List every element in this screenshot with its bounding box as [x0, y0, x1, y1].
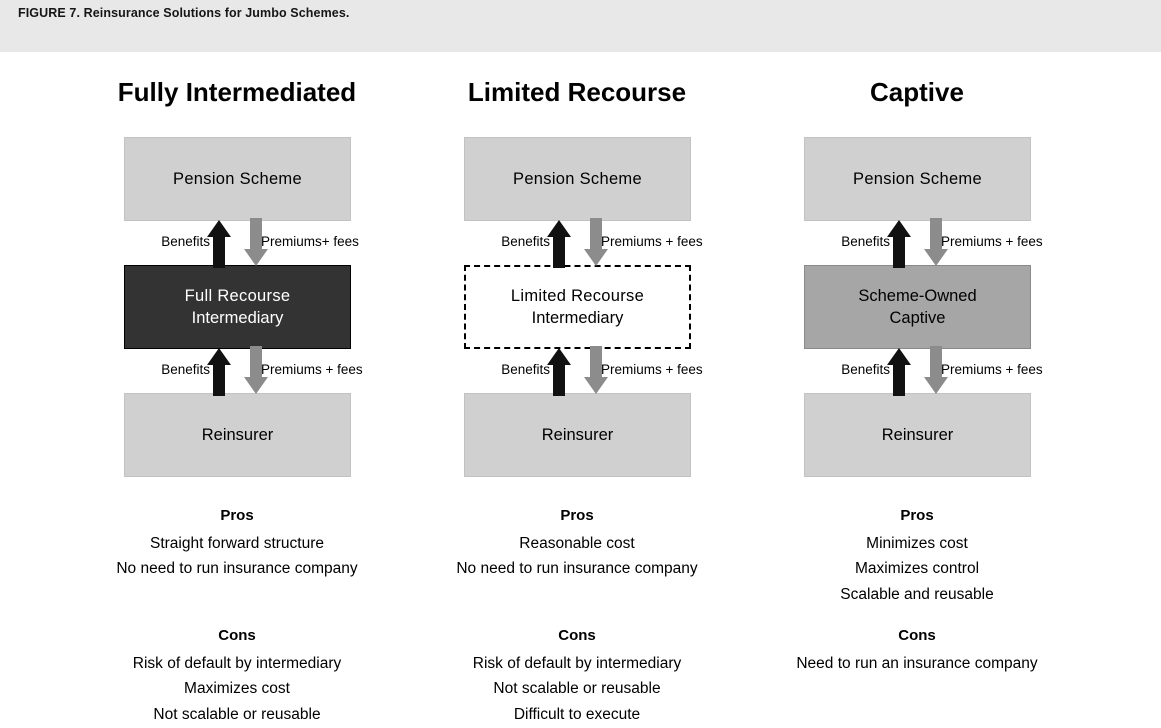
arrow-down-icon [923, 218, 949, 268]
node-reinsurer: Reinsurer [464, 393, 691, 477]
cons-block: Cons Need to run an insurance company [747, 627, 1087, 676]
node-label-line1: Full Recourse [184, 286, 291, 305]
cons-heading: Cons [898, 627, 936, 644]
arrow-up-icon [546, 218, 572, 268]
node-label: Scheme-Owned Captive [858, 285, 976, 330]
flow-label-premiums: Premiums + fees [941, 234, 1043, 249]
flow-row-lower: Benefits Premiums + fees [124, 346, 363, 396]
node-label-line2: Captive [889, 309, 946, 327]
column-fully-intermediated: Fully Intermediated Pension Scheme Benef… [67, 52, 407, 728]
flow-label-benefits: Benefits [501, 234, 550, 249]
node-captive: Scheme-Owned Captive [804, 265, 1031, 349]
flow-label-benefits: Benefits [841, 234, 890, 249]
arrow-up-icon [206, 218, 232, 268]
diagram-limited-recourse: Pension Scheme Benefits Premiums + fees … [464, 137, 703, 477]
arrow-down-icon [583, 218, 609, 268]
node-pension-scheme: Pension Scheme [124, 137, 351, 221]
node-label: Reinsurer [881, 425, 954, 444]
flow-label-premiums: Premiums + fees [601, 362, 703, 377]
node-label: Reinsurer [541, 425, 614, 444]
pros-heading: Pros [220, 507, 254, 524]
node-label-line2: Intermediary [531, 309, 624, 327]
figure-caption: FIGURE 7. Reinsurance Solutions for Jumb… [18, 6, 350, 20]
arrow-down-icon [923, 346, 949, 396]
cons-heading: Cons [558, 627, 596, 644]
pros-item: Reasonable cost [519, 535, 635, 552]
flow-label-premiums: Premiums + fees [601, 234, 703, 249]
node-pension-scheme: Pension Scheme [464, 137, 691, 221]
cons-item: Risk of default by intermediary [132, 655, 342, 672]
diagram-captive: Pension Scheme Benefits Premiums + fees … [804, 137, 1043, 477]
pros-item: No need to run insurance company [116, 560, 358, 578]
arrow-down-icon [243, 346, 269, 396]
flow-row-upper: Benefits Premiums + fees [804, 218, 1043, 268]
flow-row-upper: Benefits Premiums + fees [464, 218, 703, 268]
cons-item: Not scalable or reusable [153, 705, 321, 723]
cons-item: Risk of default by intermediary [472, 655, 682, 672]
node-label: Pension Scheme [173, 169, 302, 188]
diagram-fully-intermediated: Pension Scheme Benefits Premiums+ fees F… [124, 137, 363, 477]
flow-label-benefits: Benefits [161, 362, 210, 377]
pros-item: Straight forward structure [149, 535, 324, 552]
pros-item: Maximizes control [854, 560, 980, 578]
flow-label-premiums: Premiums + fees [261, 362, 363, 377]
node-reinsurer: Reinsurer [124, 393, 351, 477]
flow-label-benefits: Benefits [161, 234, 210, 249]
pros-heading: Pros [900, 507, 934, 524]
arrow-down-icon [243, 218, 269, 268]
arrow-down-icon [583, 346, 609, 396]
node-intermediary: Limited Recourse Intermediary [464, 265, 691, 349]
pros-item: Scalable and reusable [840, 585, 994, 603]
pros-item: Minimizes cost [866, 535, 968, 552]
cons-item: Not scalable or reusable [493, 680, 661, 698]
column-limited-recourse: Limited Recourse Pension Scheme Benefits… [407, 52, 747, 728]
flow-label-benefits: Benefits [501, 362, 550, 377]
cons-item: Need to run an insurance company [796, 655, 1038, 672]
column-captive: Captive Pension Scheme Benefits Premiums… [747, 52, 1087, 728]
flow-row-lower: Benefits Premiums + fees [464, 346, 703, 396]
node-label: Pension Scheme [853, 169, 982, 188]
node-intermediary: Full Recourse Intermediary [124, 265, 351, 349]
node-reinsurer: Reinsurer [804, 393, 1031, 477]
cons-item: Maximizes cost [184, 680, 290, 698]
cons-heading: Cons [218, 627, 256, 644]
column-title: Fully Intermediated [117, 77, 357, 107]
pros-heading: Pros [560, 507, 594, 524]
node-pension-scheme: Pension Scheme [804, 137, 1031, 221]
pros-item: No need to run insurance company [456, 560, 698, 578]
pros-block: Pros Straight forward structure No need … [67, 507, 407, 582]
pros-block: Pros Reasonable cost No need to run insu… [407, 507, 747, 582]
node-label-line1: Scheme-Owned [858, 286, 977, 305]
node-label-line2: Intermediary [191, 309, 284, 327]
arrow-up-icon [886, 218, 912, 268]
node-label: Pension Scheme [513, 169, 642, 188]
node-label: Reinsurer [201, 425, 274, 444]
figure-caption-band: FIGURE 7. Reinsurance Solutions for Jumb… [0, 0, 1161, 52]
pros-block: Pros Minimizes cost Maximizes control Sc… [747, 507, 1087, 607]
column-title: Captive [870, 77, 964, 107]
column-title: Limited Recourse [467, 77, 687, 107]
node-label-line1: Limited Recourse [510, 286, 645, 305]
flow-label-premiums: Premiums+ fees [261, 234, 359, 249]
flow-row-upper: Benefits Premiums+ fees [124, 218, 359, 268]
arrow-up-icon [886, 346, 912, 396]
cons-block: Cons Risk of default by intermediary Max… [67, 627, 407, 727]
cons-block: Cons Risk of default by intermediary Not… [407, 627, 747, 727]
node-label: Limited Recourse Intermediary [511, 285, 644, 330]
arrow-up-icon [546, 346, 572, 396]
flow-row-lower: Benefits Premiums + fees [804, 346, 1043, 396]
flow-label-benefits: Benefits [841, 362, 890, 377]
arrow-up-icon [206, 346, 232, 396]
flow-label-premiums: Premiums + fees [941, 362, 1043, 377]
node-label: Full Recourse Intermediary [185, 285, 291, 330]
cons-item: Difficult to execute [513, 705, 641, 723]
